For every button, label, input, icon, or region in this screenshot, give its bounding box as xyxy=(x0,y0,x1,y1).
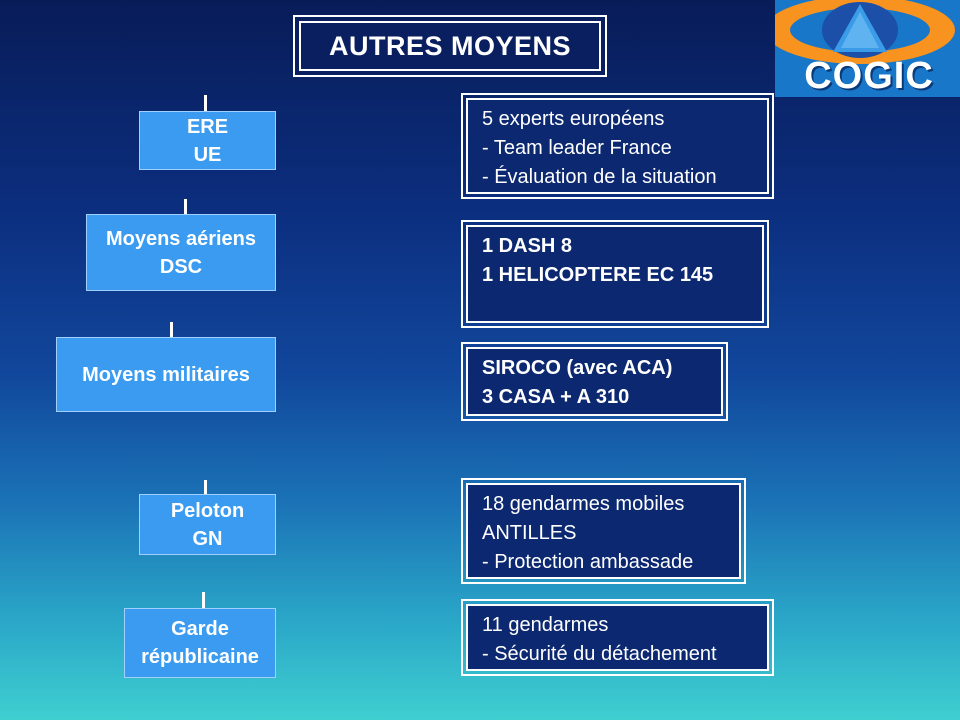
category-box-garde-republicaine: Garde républicaine xyxy=(124,608,276,678)
page-title: AUTRES MOYENS xyxy=(299,21,601,71)
logo-emblem-icon xyxy=(775,0,960,97)
detail-line: 11 gendarmes xyxy=(482,614,609,636)
detail-box-ere-ue: 5 experts européens - Team leader France… xyxy=(461,93,774,199)
detail-line: - Évaluation de la situation xyxy=(482,166,717,188)
connector-tick xyxy=(204,95,207,111)
detail-line: 3 CASA + A 310 xyxy=(482,386,630,408)
connector-tick xyxy=(170,322,173,337)
detail-box-peloton-gn: 18 gendarmes mobiles ANTILLES - Protecti… xyxy=(461,478,746,584)
detail-line: 5 experts européens xyxy=(482,108,665,130)
logo-text: COGIC xyxy=(804,55,934,97)
detail-line: ANTILLES xyxy=(482,522,577,544)
category-label-line: Peloton xyxy=(170,499,245,522)
category-box-peloton-gn: Peloton GN xyxy=(139,494,276,555)
detail-line: - Sécurité du détachement xyxy=(482,643,717,665)
connector-tick xyxy=(202,592,205,608)
detail-line: 18 gendarmes mobiles xyxy=(482,493,685,515)
category-label-line: DSC xyxy=(159,255,203,278)
category-box-moyens-militaires: Moyens militaires xyxy=(56,337,276,412)
title-box: AUTRES MOYENS xyxy=(293,15,607,77)
category-box-ere-ue: ERE UE xyxy=(139,111,276,170)
detail-line: 1 HELICOPTERE EC 145 xyxy=(482,264,714,286)
detail-box-moyens-militaires: SIROCO (avec ACA) 3 CASA + A 310 xyxy=(461,342,728,421)
cogic-logo: COGIC xyxy=(775,0,960,97)
detail-box-moyens-aeriens: 1 DASH 8 1 HELICOPTERE EC 145 xyxy=(461,220,769,328)
detail-line: SIROCO (avec ACA) xyxy=(482,357,673,379)
category-label-line: UE xyxy=(193,143,222,166)
category-label-line: républicaine xyxy=(141,646,259,668)
category-label-line: ERE xyxy=(186,115,229,138)
category-label-line: GN xyxy=(192,527,223,550)
category-label-line: Moyens militaires xyxy=(82,363,250,386)
detail-box-garde-republicaine: 11 gendarmes - Sécurité du détachement xyxy=(461,599,774,676)
connector-tick xyxy=(184,199,187,214)
connector-tick xyxy=(204,480,207,494)
detail-line: 1 DASH 8 xyxy=(482,235,573,257)
category-label-line: Moyens aériens xyxy=(105,227,257,250)
category-box-moyens-aeriens: Moyens aériens DSC xyxy=(86,214,276,291)
detail-line: - Protection ambassade xyxy=(482,551,694,573)
detail-line: - Team leader France xyxy=(482,137,672,159)
category-label-line: Garde xyxy=(171,618,229,640)
